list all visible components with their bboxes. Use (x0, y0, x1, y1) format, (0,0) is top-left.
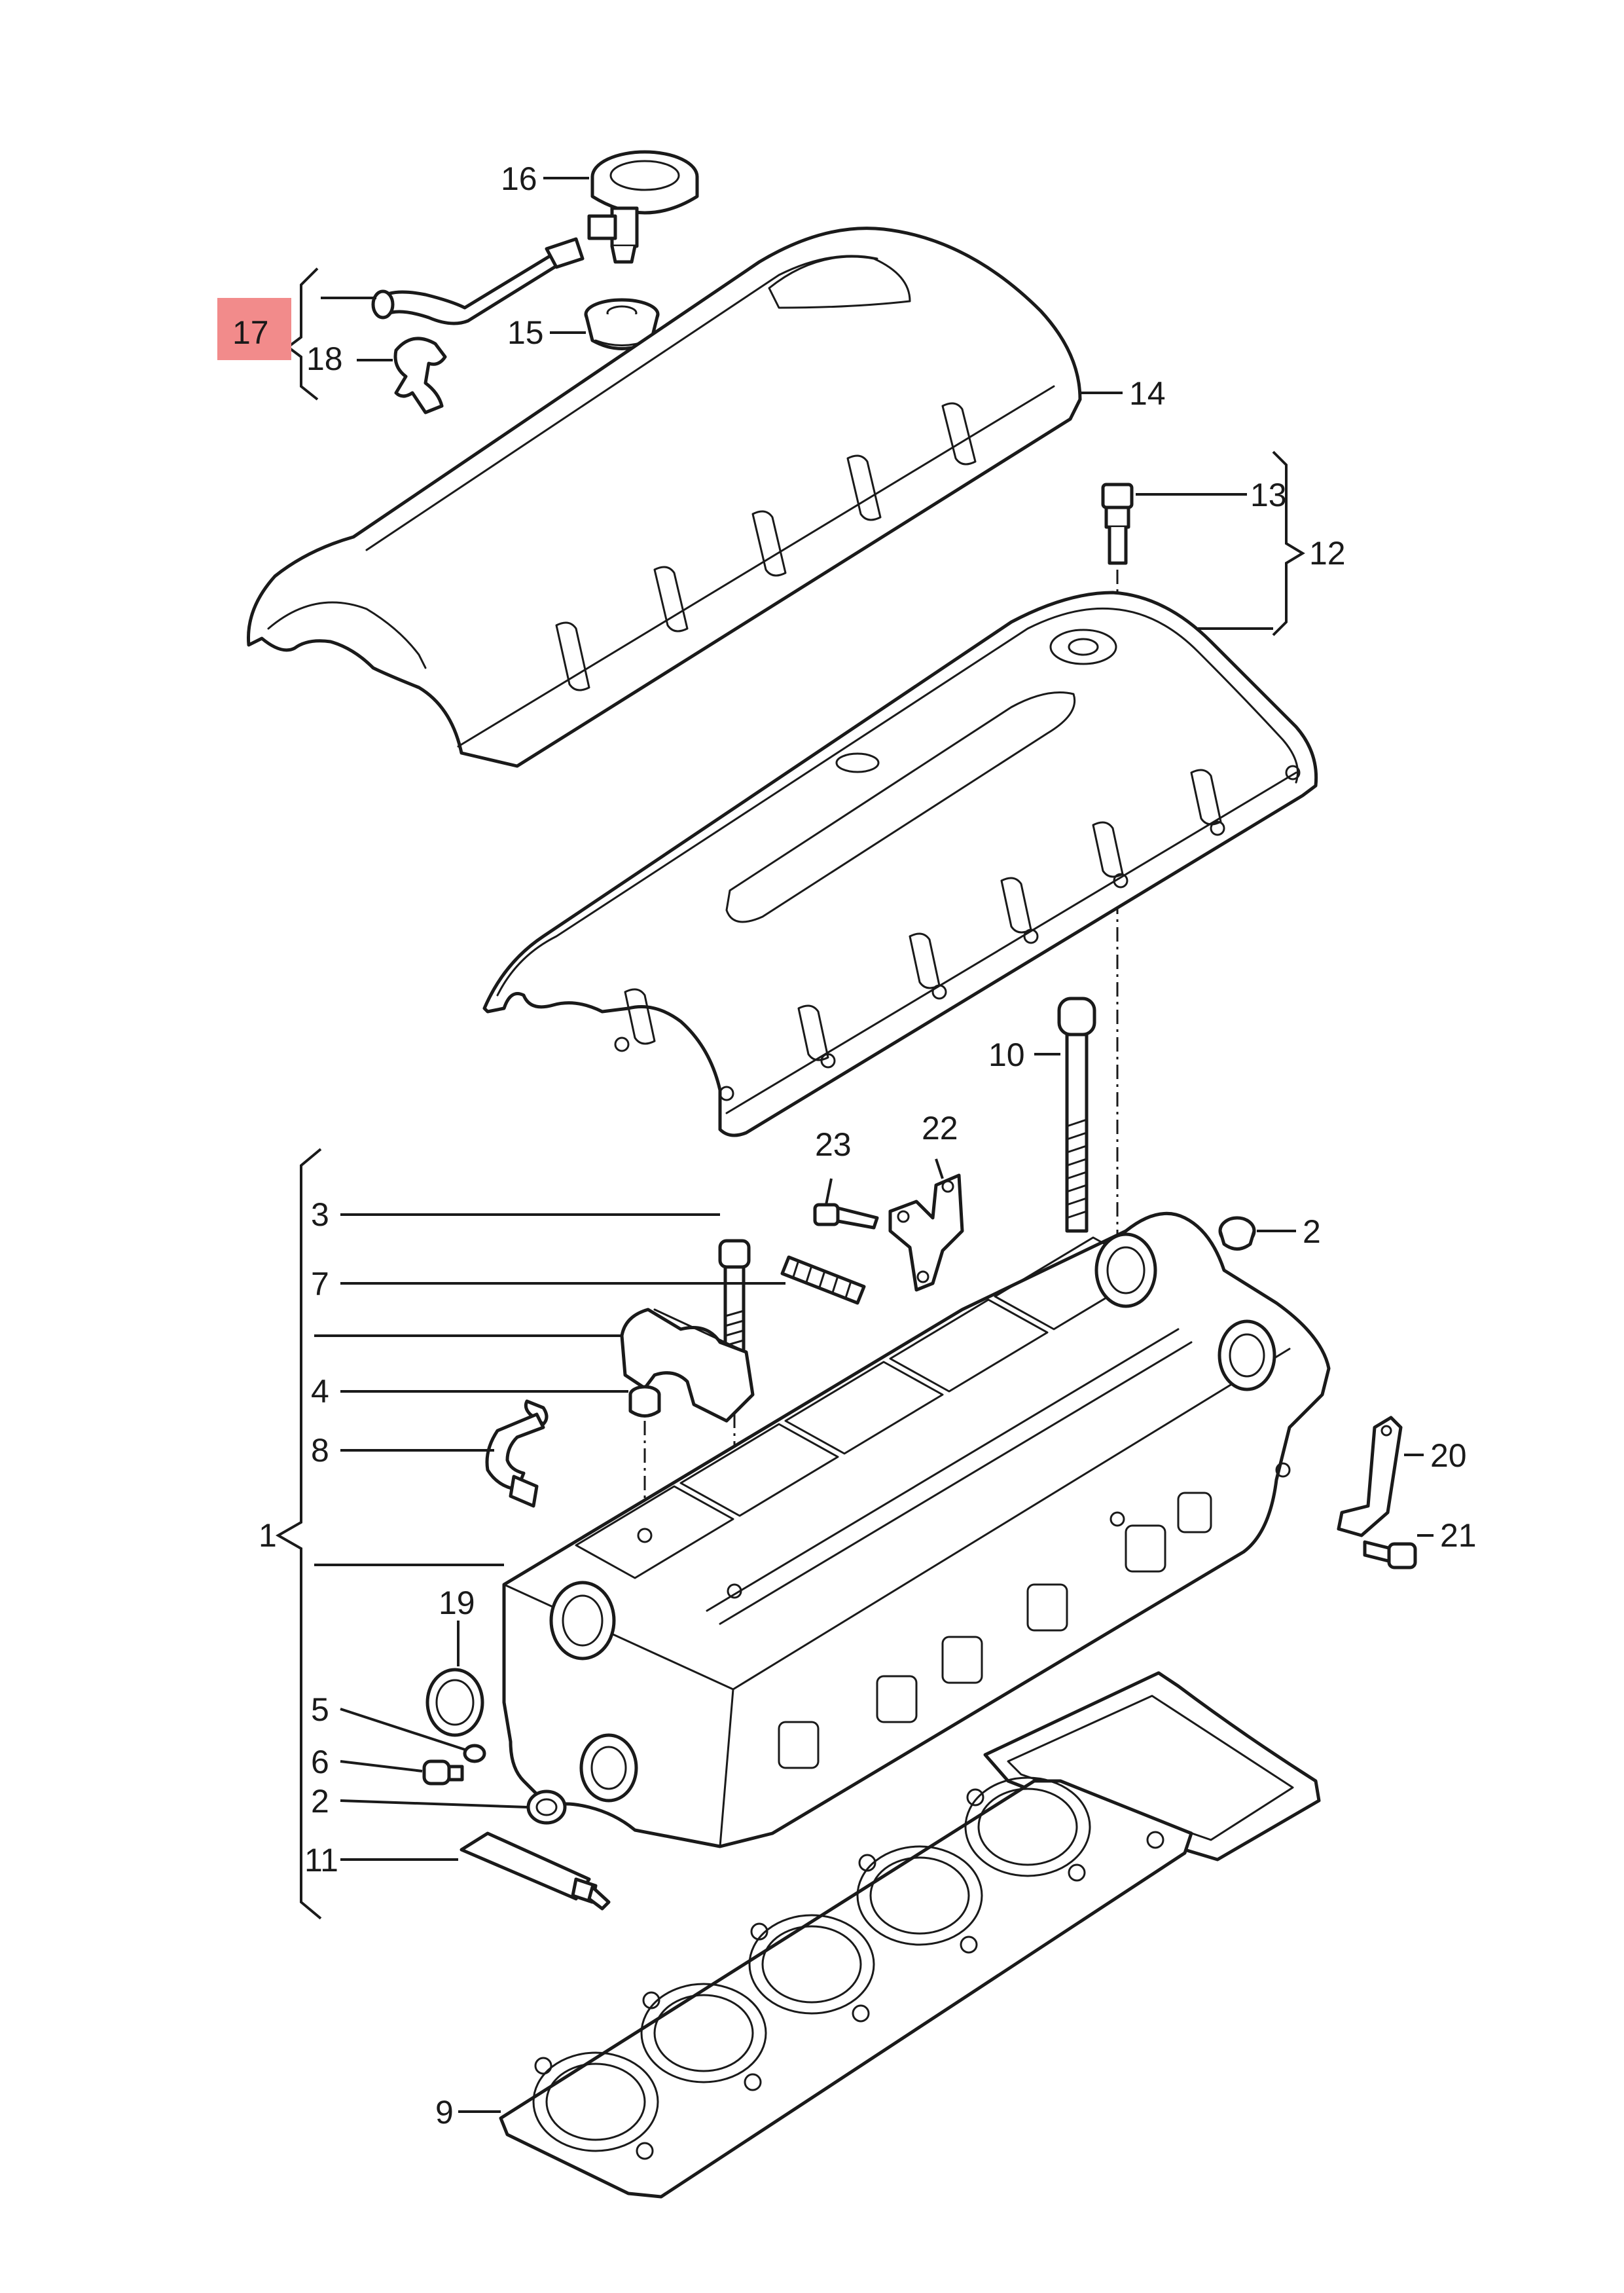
callout-2-bottom: 2 (311, 1783, 329, 1820)
part-8-pipe (485, 1399, 549, 1508)
leader-lines (275, 177, 1434, 2113)
callout-10: 10 (988, 1036, 1025, 1073)
callout-20: 20 (1430, 1437, 1467, 1474)
callout-5: 5 (311, 1691, 329, 1728)
callout-3: 3 (311, 1196, 329, 1233)
part-12-cylinder-head-cover (482, 591, 1318, 1137)
part-3-bolt (718, 1239, 751, 1357)
callout-16: 16 (501, 160, 537, 197)
callout-22: 22 (922, 1110, 958, 1146)
part-14-engine-cover (247, 227, 1082, 768)
callout-13: 13 (1250, 477, 1287, 513)
callout-18: 18 (306, 340, 343, 377)
callout-9: 9 (435, 2094, 454, 2131)
part-2-plug-top (1218, 1216, 1256, 1251)
part-22-bracket (888, 1173, 964, 1292)
part-16-breather-valve (587, 150, 699, 264)
callout-6: 6 (311, 1744, 329, 1780)
callout-19: 19 (439, 1585, 475, 1621)
part-4-sleeve (628, 1385, 661, 1418)
part-9-head-gasket (499, 1776, 1193, 2199)
bearing-cap (620, 1308, 755, 1423)
callout-17: 17 (232, 314, 269, 351)
part-2-plug-bottom (526, 1789, 567, 1825)
callout-11: 11 (304, 1842, 338, 1879)
callout-1: 1 (259, 1517, 277, 1554)
part-6-screw-plug (422, 1759, 464, 1786)
callout-labels: 16 15 17 18 14 13 12 10 23 22 3 2 7 4 8 … (232, 160, 1477, 2131)
callout-8: 8 (311, 1432, 329, 1469)
callout-21: 21 (1440, 1517, 1477, 1554)
part-18-clip (393, 337, 447, 414)
part-23-bolt (813, 1203, 879, 1230)
cover-gasket (983, 1671, 1321, 1862)
callout-7: 7 (311, 1266, 329, 1302)
part-13-bolt (1101, 483, 1134, 565)
part-21-bolt (1363, 1540, 1417, 1569)
part-19-plug (425, 1668, 484, 1737)
callout-23: 23 (815, 1126, 852, 1163)
part-10-bolt (1057, 997, 1096, 1233)
part-20-bracket (1337, 1416, 1403, 1537)
callout-4: 4 (311, 1373, 329, 1410)
part-5-seal-ring (463, 1744, 486, 1763)
callout-14: 14 (1129, 375, 1166, 412)
part-7-stud (780, 1255, 866, 1305)
callout-2-top: 2 (1303, 1213, 1321, 1250)
callout-15: 15 (507, 314, 544, 351)
callout-17-highlight (217, 298, 291, 360)
callout-12: 12 (1309, 535, 1346, 572)
part-11-sealant-tube (460, 1831, 611, 1911)
part-17-hose (371, 237, 585, 325)
